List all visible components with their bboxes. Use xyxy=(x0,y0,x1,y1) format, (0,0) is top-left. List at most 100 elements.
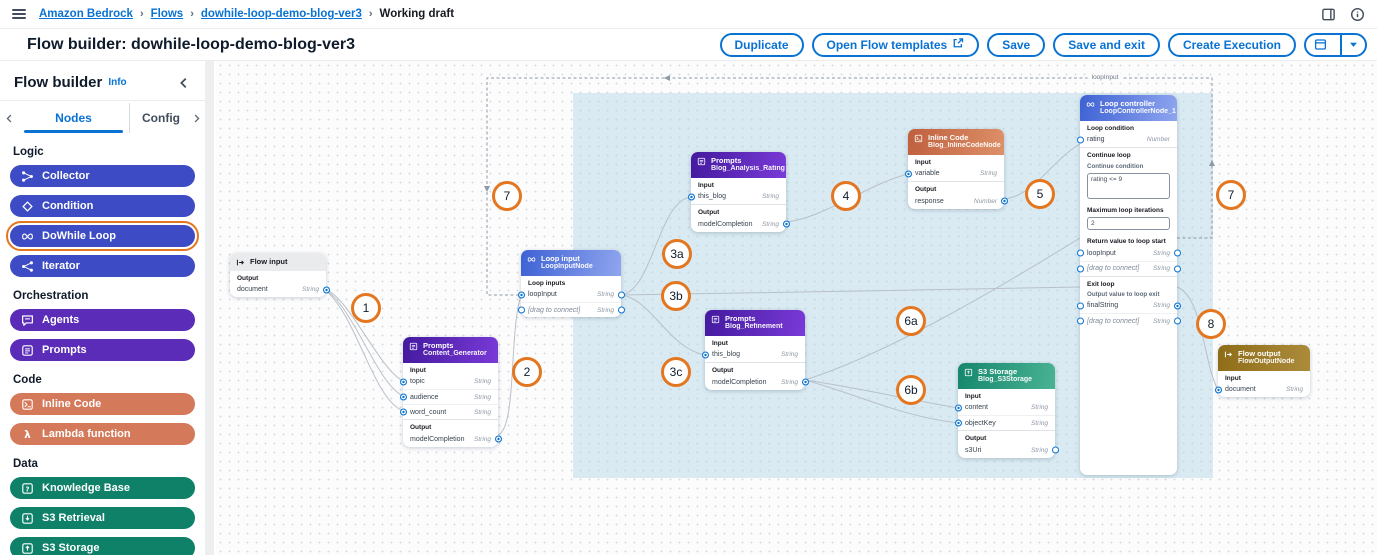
output-port[interactable] xyxy=(1173,317,1181,325)
palette-item-s3-storage[interactable]: S3 Storage xyxy=(10,537,195,555)
output-port-connected[interactable] xyxy=(1173,302,1181,309)
input-port-connected[interactable] xyxy=(399,378,407,385)
create-execution-button[interactable]: Create Execution xyxy=(1167,32,1296,57)
condition-icon xyxy=(21,200,34,213)
execution-panel-icon[interactable] xyxy=(1306,35,1335,55)
output-port[interactable] xyxy=(1173,265,1181,272)
input-port-connected[interactable] xyxy=(1214,386,1222,393)
svg-text:λ: λ xyxy=(24,429,31,441)
save-and-exit-button[interactable]: Save and exit xyxy=(1053,32,1160,57)
breadcrumb-link[interactable]: Flows xyxy=(150,8,184,20)
palette-item-dowhile-loop[interactable]: DoWhile Loop xyxy=(6,221,199,251)
input-port[interactable] xyxy=(1076,302,1084,309)
node-value-box[interactable]: rating <= 9 xyxy=(1087,172,1170,199)
input-port-connected[interactable] xyxy=(904,170,912,177)
input-port-connected[interactable] xyxy=(517,291,525,298)
open-flow-templates-button[interactable]: Open Flow templates xyxy=(811,32,980,57)
step-badge-4: 4 xyxy=(831,181,861,211)
tabs-scroll-right-icon[interactable] xyxy=(187,103,205,133)
open-flow-templates-button-label: Open Flow templates xyxy=(826,37,948,52)
node-type-label: Loop controller xyxy=(1100,99,1155,108)
save-button[interactable]: Save xyxy=(987,32,1046,57)
input-port[interactable] xyxy=(1076,249,1084,257)
node-titles: Flow input xyxy=(250,257,288,266)
shortcuts-panel-icon[interactable] xyxy=(1321,7,1336,22)
output-port-connected[interactable] xyxy=(494,435,502,443)
io-name: modelCompletion xyxy=(712,378,767,386)
output-port[interactable] xyxy=(617,291,625,298)
sidebar-scrollbar[interactable] xyxy=(205,61,214,555)
io-type: String xyxy=(1153,265,1170,272)
input-port-connected[interactable] xyxy=(954,404,962,411)
output-port-connected[interactable] xyxy=(801,378,809,386)
duplicate-button[interactable]: Duplicate xyxy=(719,32,804,57)
collapse-panel-icon[interactable] xyxy=(177,76,191,90)
node-type-label: Loop input xyxy=(541,254,580,263)
tab-config[interactable]: Config xyxy=(129,103,187,133)
execution-panel-split-button[interactable] xyxy=(1304,32,1367,57)
palette-section-label: Logic xyxy=(13,146,44,158)
palette-item-condition[interactable]: Condition xyxy=(10,195,195,217)
output-port-connected[interactable] xyxy=(782,220,790,228)
output-port-connected[interactable] xyxy=(322,286,330,293)
breadcrumb-link[interactable]: dowhile-loop-demo-blog-ver3 xyxy=(200,8,362,20)
input-port-connected[interactable] xyxy=(687,193,695,200)
palette-item-inline-code[interactable]: Inline Code xyxy=(10,393,195,415)
input-port-connected[interactable] xyxy=(399,408,407,416)
io-type: String xyxy=(474,408,491,416)
io-type: String xyxy=(474,378,491,385)
info-link[interactable]: Info xyxy=(108,77,127,88)
chevron-down-icon[interactable] xyxy=(1340,34,1365,55)
palette-item-iterator[interactable]: Iterator xyxy=(10,255,195,277)
input-port[interactable] xyxy=(517,306,525,314)
palette-item-s3-retrieval[interactable]: S3 Retrieval xyxy=(10,507,195,529)
output-port[interactable] xyxy=(1173,249,1181,257)
output-port-connected[interactable] xyxy=(1000,197,1008,205)
collector-icon xyxy=(21,170,34,183)
step-badge-3c: 3c xyxy=(661,357,691,387)
input-port[interactable] xyxy=(1076,265,1084,272)
info-icon[interactable] xyxy=(1350,7,1365,22)
node-name-label: LoopControllerNode_1 xyxy=(1100,108,1176,115)
palette-item-label: Collector xyxy=(42,170,90,182)
palette-item-agents[interactable]: Agents xyxy=(10,309,195,331)
io-name: document xyxy=(237,286,268,293)
palette-item-prompts[interactable]: Prompts xyxy=(10,339,195,361)
tabs-scroll-left-icon[interactable] xyxy=(0,103,18,133)
output-port[interactable] xyxy=(617,306,625,314)
input-port-connected[interactable] xyxy=(701,351,709,358)
breadcrumb-link[interactable]: Amazon Bedrock xyxy=(39,8,133,20)
hamburger-menu-icon[interactable] xyxy=(12,9,26,19)
io-type: String xyxy=(781,378,798,386)
loop-return-edge-label: loopInput xyxy=(1087,74,1123,82)
palette-item-knowledge-base[interactable]: ?Knowledge Base xyxy=(10,477,195,499)
node-value-box[interactable]: 2 xyxy=(1087,217,1170,230)
output-port[interactable] xyxy=(1051,446,1059,454)
input-port[interactable] xyxy=(1076,136,1084,143)
palette-item-collector[interactable]: Collector xyxy=(10,165,195,187)
input-port[interactable] xyxy=(1076,317,1084,325)
input-port-connected[interactable] xyxy=(399,393,407,401)
input-port-connected[interactable] xyxy=(954,419,962,427)
tab-nodes[interactable]: Nodes xyxy=(18,103,129,133)
